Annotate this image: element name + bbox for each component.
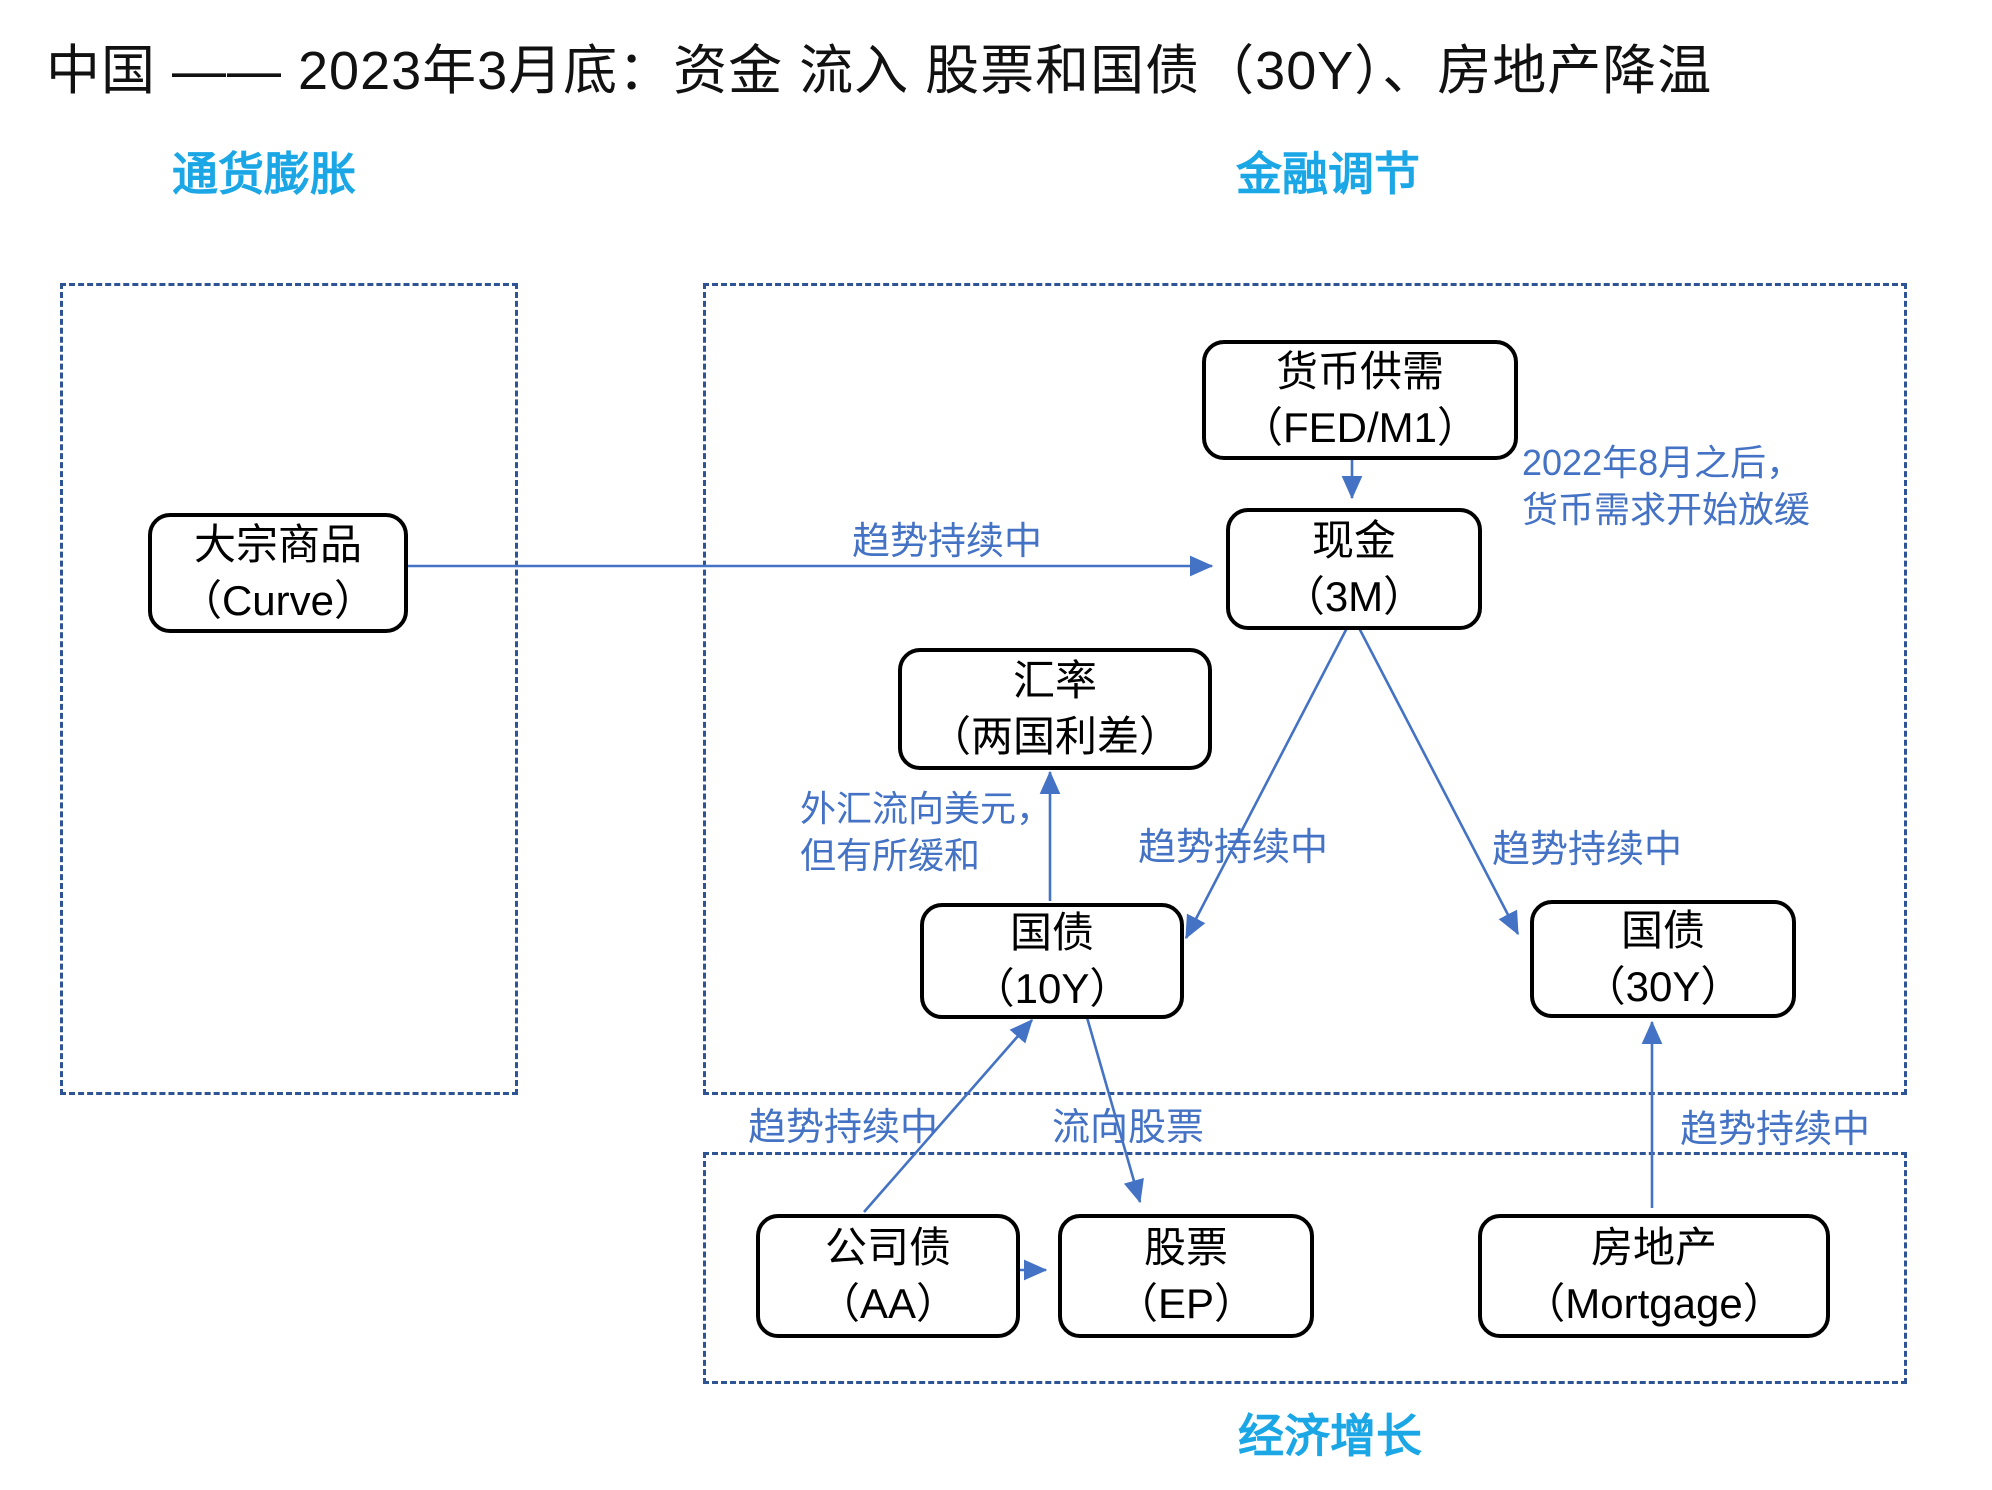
- edge-label-cash-to-30y: 趋势持续中: [1492, 829, 1683, 871]
- note-money-demand-line1: 2022年8月之后，: [1522, 442, 1803, 483]
- edge-cash-to-10y: [1184, 625, 1350, 940]
- node-commodities-sublabel: （Curve）: [179, 577, 377, 624]
- node-real-estate-label: 房地产: [1590, 1224, 1717, 1272]
- node-fx-sublabel: （两国利差）: [928, 713, 1181, 760]
- zone-growth: [703, 1152, 1907, 1384]
- zone-inflation: [60, 283, 518, 1095]
- edge-label-flow-to-stocks: 流向股票: [1052, 1107, 1205, 1149]
- note-money-demand-line2: 货币需求开始放缓: [1522, 488, 1811, 530]
- node-treasury-10y-sublabel: （10Y）: [972, 965, 1132, 1012]
- node-cash-label: 现金: [1311, 517, 1396, 565]
- node-treasury-30y-label: 国债: [1620, 907, 1705, 955]
- node-money-supply-label: 货币供需: [1275, 348, 1444, 396]
- node-treasury-10y: 国债 （10Y）: [920, 903, 1184, 1019]
- note-money-demand: 2022年8月之后， 货币需求开始放缓: [1522, 440, 1810, 534]
- edge-label-commodities-to-cash: 趋势持续中: [852, 521, 1043, 563]
- node-commodities-label: 大宗商品: [193, 521, 362, 569]
- note-fx-flow: 外汇流向美元， 但有所缓和: [800, 786, 1052, 880]
- node-stocks-sublabel: （EP）: [1115, 1280, 1257, 1327]
- node-cash: 现金 （3M）: [1226, 508, 1482, 630]
- node-stocks: 股票 （EP）: [1058, 1214, 1314, 1338]
- node-treasury-10y-label: 国债: [1009, 909, 1094, 957]
- edge-corp-to-10y: [863, 1019, 1033, 1213]
- node-commodities: 大宗商品 （Curve）: [148, 513, 408, 633]
- edge-label-realestate-to-30y: 趋势持续中: [1680, 1109, 1871, 1151]
- node-money-supply-sublabel: （FED/M1）: [1240, 404, 1479, 451]
- node-fx-label: 汇率: [1012, 657, 1097, 705]
- section-label-financial: 金融调节: [1236, 148, 1420, 200]
- node-treasury-30y: 国债 （30Y）: [1530, 900, 1796, 1018]
- note-fx-flow-line1: 外汇流向美元，: [800, 788, 1053, 829]
- node-real-estate-sublabel: （Mortgage）: [1523, 1280, 1785, 1327]
- node-fx: 汇率 （两国利差）: [898, 648, 1212, 770]
- edge-cash-to-30y: [1356, 625, 1520, 936]
- node-real-estate: 房地产 （Mortgage）: [1478, 1214, 1830, 1338]
- node-stocks-label: 股票: [1143, 1224, 1228, 1272]
- section-label-inflation: 通货膨胀: [172, 148, 356, 200]
- zone-financial: [703, 283, 1907, 1095]
- section-label-growth: 经济增长: [1238, 1410, 1422, 1462]
- edge-label-corp-to-10y: 趋势持续中: [748, 1107, 939, 1149]
- node-treasury-30y-sublabel: （30Y）: [1583, 963, 1743, 1010]
- node-cash-sublabel: （3M）: [1282, 573, 1426, 620]
- node-corporate-bond: 公司债 （AA）: [756, 1214, 1020, 1338]
- note-fx-flow-line2: 但有所缓和: [800, 834, 981, 876]
- node-corporate-bond-sublabel: （AA）: [817, 1280, 959, 1327]
- node-corporate-bond-label: 公司债: [824, 1224, 951, 1272]
- edge-label-cash-to-10y: 趋势持续中: [1138, 827, 1329, 869]
- edge-10y-to-stocks: [1084, 1013, 1144, 1204]
- page-title: 中国 —— 2023年3月底：资金 流入 股票和国债（30Y）、房地产降温: [46, 41, 1713, 101]
- node-money-supply: 货币供需 （FED/M1）: [1202, 340, 1518, 460]
